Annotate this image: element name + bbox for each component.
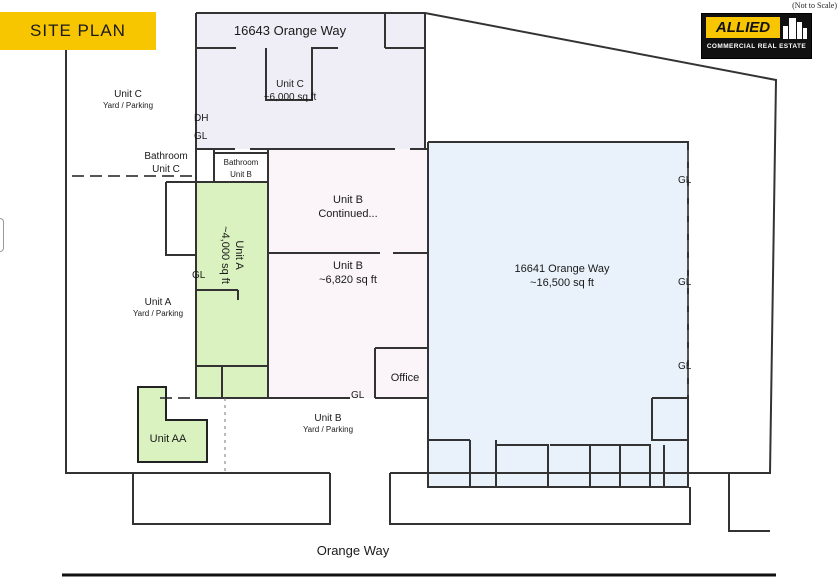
label-unit-c-yard: Unit C xyxy=(114,89,142,100)
building-16643-walls xyxy=(195,13,428,150)
label-gl-unit-b: GL xyxy=(351,390,365,401)
label-unit-b-name-2: Unit B xyxy=(333,260,363,272)
label-bathroom-c-2: Unit C xyxy=(152,164,180,175)
label-gl-unit-a: GL xyxy=(192,270,206,281)
building-16643-fill xyxy=(196,13,425,149)
parking-structure-far-east xyxy=(728,473,770,532)
bathroom-unit-b-walls xyxy=(214,149,269,182)
label-unit-aa: Unit AA xyxy=(150,433,187,445)
site-boundary xyxy=(65,12,778,474)
label-unit-b-area: ~6,820 sq ft xyxy=(319,274,377,286)
unit-b-fill xyxy=(268,149,428,398)
allied-logo: ALLIED COMMERCIAL REAL ESTATE xyxy=(701,13,812,59)
label-unit-a-area: ~4,000 sq ft xyxy=(219,226,231,284)
label-unit-a-yard: Unit A xyxy=(145,297,172,308)
label-street: Orange Way xyxy=(317,543,390,558)
logo-wordmark: ALLIED xyxy=(706,17,780,38)
parking-structure-west xyxy=(132,473,331,525)
site-plan-banner-bg xyxy=(0,12,156,50)
unit-b-walls xyxy=(268,252,429,399)
label-unit-b-yard-sub: Yard / Parking xyxy=(303,425,353,434)
label-unit-a-name: Unit A xyxy=(233,240,245,270)
scale-note: (Not to Scale) xyxy=(792,1,837,10)
site-plan-banner: SITE PLAN xyxy=(30,21,126,40)
building-icon xyxy=(783,18,807,39)
label-gl-north: GL xyxy=(194,131,208,142)
building-16641-walls xyxy=(427,141,689,488)
label-unit-c-name: Unit C xyxy=(276,79,304,90)
label-bathroom-b-1: Bathroom xyxy=(224,158,259,167)
label-unit-a-yard-sub: Yard / Parking xyxy=(133,309,183,318)
label-gl-east-2: GL xyxy=(678,277,692,288)
parking-structure-east xyxy=(389,473,691,525)
label-gl-east-1: GL xyxy=(678,175,692,186)
label-16643-address: 16643 Orange Way xyxy=(234,23,347,38)
label-unit-c-yard-sub: Yard / Parking xyxy=(103,101,153,110)
unit-aa-outline xyxy=(137,386,208,463)
label-dh: DH xyxy=(194,113,208,124)
bathroom-unit-c-walls xyxy=(195,149,215,182)
label-unit-c-area: ~6,000 sq ft xyxy=(264,92,317,103)
label-bathroom-b-2: Unit B xyxy=(230,170,252,179)
label-unit-b-yard: Unit B xyxy=(314,413,342,424)
label-office: Office xyxy=(391,372,420,384)
label-16641-address: 16641 Orange Way xyxy=(515,263,610,275)
logo-subtitle: COMMERCIAL REAL ESTATE xyxy=(706,43,807,50)
label-16641-area: ~16,500 sq ft xyxy=(530,277,594,289)
label-gl-east-3: GL xyxy=(678,361,692,372)
unit-aa-fill xyxy=(138,387,207,462)
label-unit-b-name-1: Unit B xyxy=(333,194,363,206)
label-unit-b-continued: Continued... xyxy=(318,208,377,220)
label-bathroom-c-1: Bathroom xyxy=(144,151,187,162)
building-16641-fill xyxy=(428,142,688,487)
